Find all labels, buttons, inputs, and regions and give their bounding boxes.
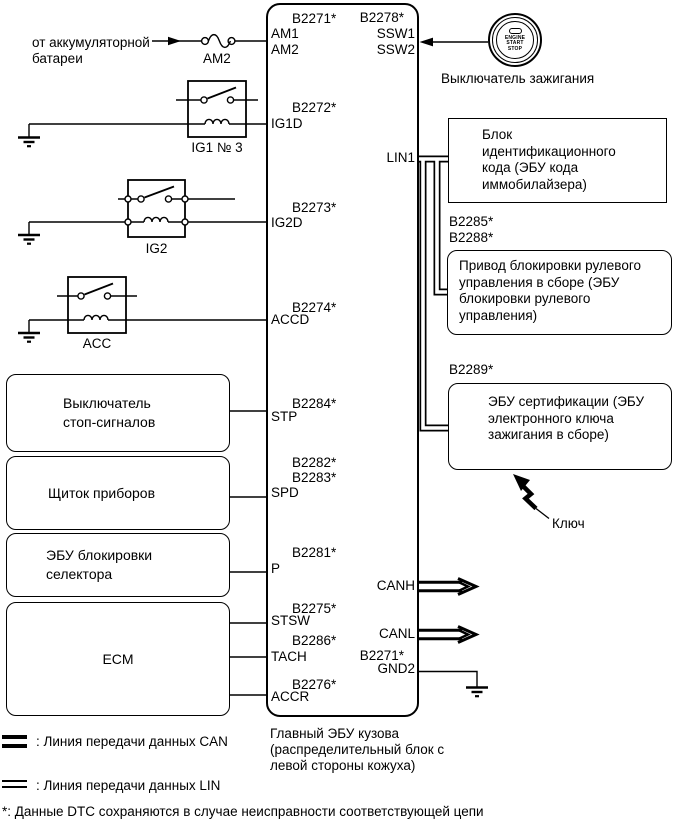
lin-line-symbol	[2, 780, 27, 788]
component-wires	[230, 410, 266, 696]
ecm-box: ECM	[6, 602, 230, 716]
steering-lock-actuator-box: Привод блокировки рулевого управления в …	[447, 250, 672, 335]
fuse-icon	[200, 33, 236, 49]
ignition-switch-wire	[419, 37, 488, 47]
key-label: Ключ	[552, 516, 585, 531]
relay-ig2	[29, 179, 266, 238]
pin-ig1d: IG1D	[271, 116, 303, 131]
main-ecu-caption: Главный ЭБУ кузова (распределительный бл…	[270, 726, 445, 773]
pin-stp: STP	[271, 409, 298, 424]
dtc-code: B2273*	[292, 200, 337, 215]
battery-source-label: от аккумуляторной батареи	[32, 35, 150, 66]
can-legend-label: : Линия передачи данных CAN	[36, 734, 228, 749]
ground-icon	[18, 222, 40, 245]
can-bus-arrow	[419, 577, 480, 596]
main-body-ecu-box	[266, 3, 419, 717]
pin-accd: ACCD	[271, 312, 310, 327]
dtc-code: B2285*	[449, 214, 494, 229]
coil-icon	[143, 216, 169, 223]
pin-am1: AM1	[271, 26, 299, 41]
pin-spd: SPD	[271, 485, 299, 500]
lin-bus	[419, 155, 456, 432]
pin-stsw: STSW	[271, 613, 310, 628]
battery-wire	[152, 36, 266, 46]
dtc-code: B2274*	[292, 300, 337, 315]
relay-ig1	[29, 80, 266, 138]
dtc-code: B2286*	[292, 633, 337, 648]
coil-icon	[204, 118, 230, 125]
dtc-code: B2275*	[292, 601, 337, 616]
arrow-right-icon	[168, 36, 181, 46]
fuse-am2-label: AM2	[203, 51, 231, 66]
coil-icon	[83, 314, 109, 321]
pin-am2: AM2	[271, 42, 299, 57]
relay-ig1-label: IG1 № 3	[191, 140, 243, 155]
pin-p: P	[271, 561, 281, 576]
dtc-code: B2271*	[359, 648, 404, 663]
button-core: ENGINE START STOP	[496, 21, 534, 59]
id-code-box: Блок идентификационного кода (ЭБУ кода и…	[448, 118, 667, 203]
wireless-signal-icon	[513, 474, 550, 520]
dtc-code: B2282*	[292, 455, 337, 470]
relay-acc	[29, 276, 266, 334]
dtc-code: B2271*	[292, 11, 337, 26]
dtc-code: B2283*	[292, 470, 337, 485]
shift-lock-ecu-box: ЭБУ блокировки селектора	[6, 533, 230, 597]
ignition-switch-label: Выключатель зажигания	[441, 71, 595, 86]
gnd2-wire	[419, 670, 488, 698]
pin-canh: CANH	[376, 578, 415, 593]
pin-ssw1: SSW1	[376, 26, 415, 41]
pin-lin1: LIN1	[386, 150, 415, 165]
engine-start-stop-button: ENGINE START STOP	[488, 13, 542, 67]
dtc-code: B2278*	[359, 10, 404, 25]
dtc-code: B2289*	[449, 362, 494, 377]
dtc-code: B2272*	[292, 100, 337, 115]
ground-icon	[18, 320, 40, 343]
can-bus-arrow	[419, 625, 480, 644]
dtc-code: B2281*	[292, 545, 337, 560]
pin-canl: CANL	[378, 626, 415, 641]
certification-ecu-box: ЭБУ сертификации (ЭБУ электронного ключа…	[448, 383, 672, 470]
dtc-code: B2284*	[292, 396, 337, 411]
stop-light-switch-box: Выключатель стоп-сигналов	[6, 374, 230, 452]
pin-tach: TACH	[271, 649, 307, 664]
pin-accr: ACCR	[271, 689, 310, 704]
footnote: *: Данные DTC сохраняются в случае неисп…	[2, 804, 484, 819]
pin-gnd2: GND2	[377, 661, 415, 676]
button-ring	[492, 17, 538, 63]
pin-ssw2: SSW2	[376, 42, 415, 57]
relay-acc-label: ACC	[82, 336, 112, 351]
arrow-left-icon	[419, 37, 433, 47]
relay-ig2-label: IG2	[145, 241, 168, 256]
instrument-panel-box: Щиток приборов	[6, 456, 230, 530]
lin-legend-label: : Линия передачи данных LIN	[36, 778, 221, 793]
dtc-code: B2288*	[449, 230, 494, 245]
can-line-symbol	[2, 735, 27, 748]
pin-ig2d: IG2D	[271, 215, 303, 230]
button-indicator-icon	[508, 27, 522, 34]
ground-icon	[18, 124, 40, 148]
dtc-code: B2276*	[292, 677, 337, 692]
